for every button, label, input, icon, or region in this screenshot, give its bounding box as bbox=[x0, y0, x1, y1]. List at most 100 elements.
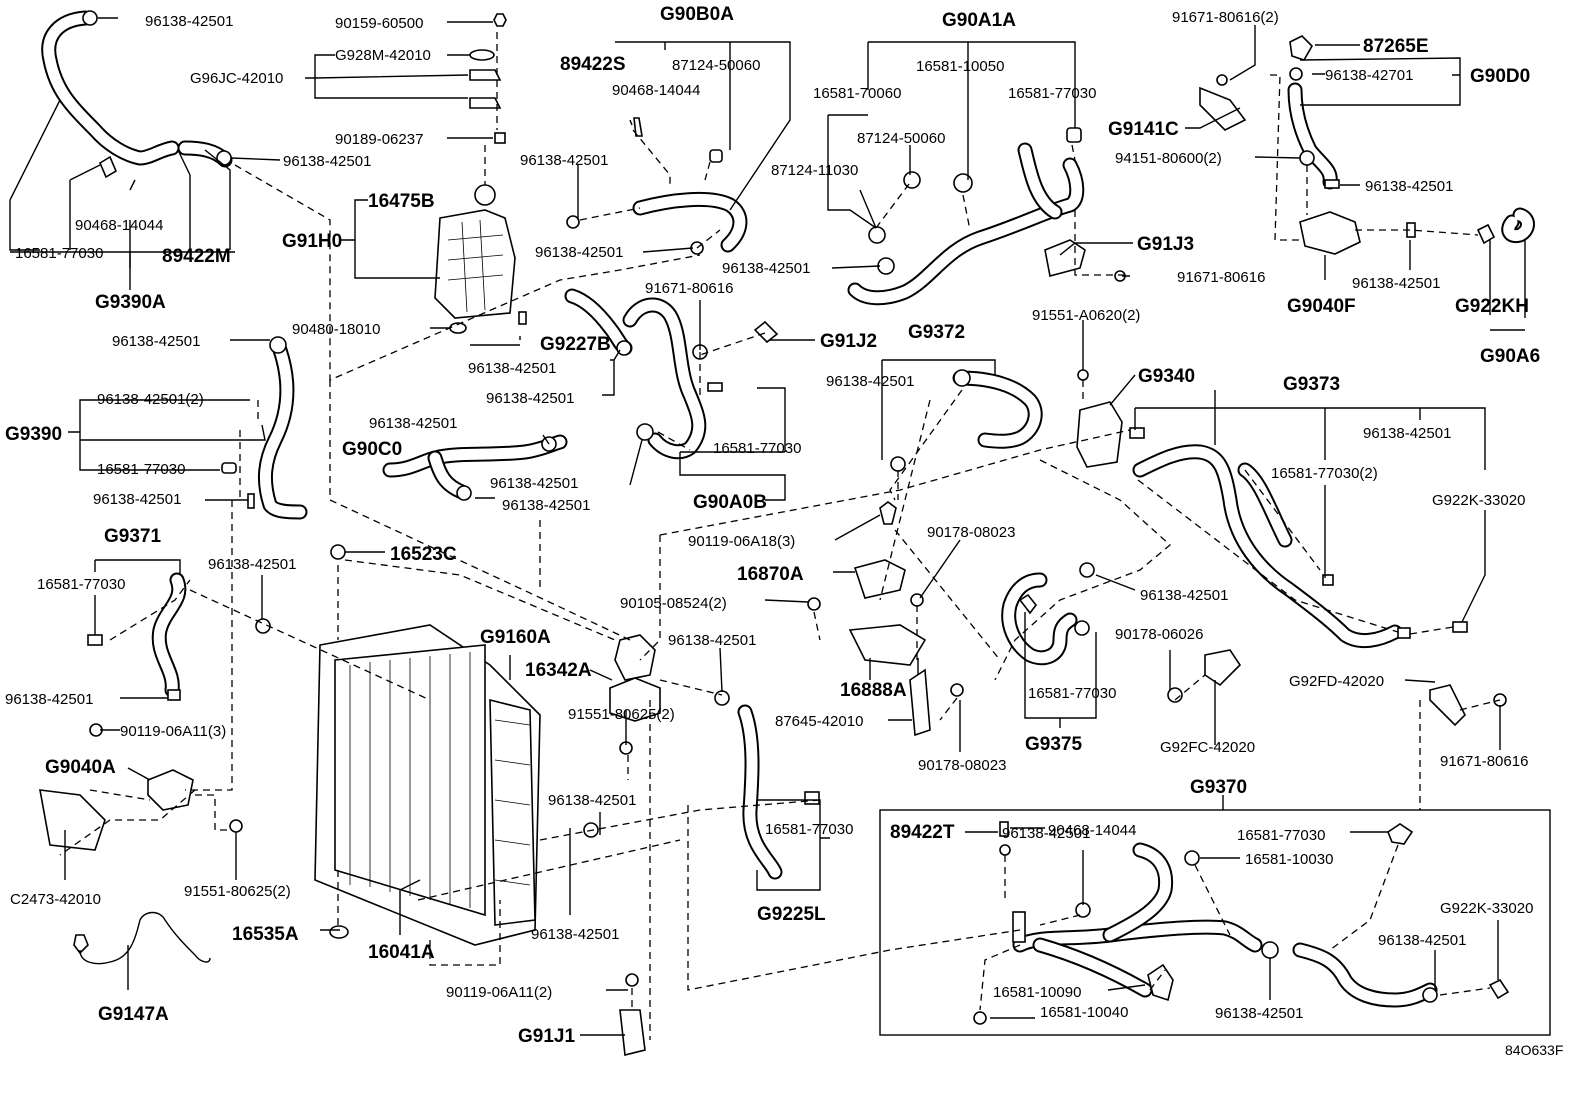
label-g9040f: G9040F bbox=[1287, 296, 1356, 317]
radiator bbox=[314, 624, 541, 946]
leader-lines bbox=[9, 17, 1551, 1036]
label-96138-42501-t: 96138-42501 bbox=[668, 632, 756, 649]
label-16581-77030-h: 16581-77030 bbox=[1237, 827, 1325, 844]
label-16888a: 16888A bbox=[840, 680, 907, 701]
label-16523c: 16523C bbox=[390, 544, 457, 565]
label-90189-06237: 90189-06237 bbox=[335, 131, 423, 148]
label-c2473-42010: C2473-42010 bbox=[10, 891, 101, 908]
label-96138-42501-2x: 96138-42501(2) bbox=[97, 391, 204, 408]
reservoir-tank bbox=[434, 209, 516, 319]
label-90105-08524-2: 90105-08524(2) bbox=[620, 595, 727, 612]
label-91671-80616-c: 91671-80616 bbox=[1440, 753, 1528, 770]
label-91551-a0620-2: 91551-A0620(2) bbox=[1032, 307, 1140, 324]
label-90178-06026: 90178-06026 bbox=[1115, 626, 1203, 643]
label-89422m: 89422M bbox=[162, 246, 231, 267]
label-16581-77030-2: 16581-77030(2) bbox=[1271, 465, 1378, 482]
diagram-id: 84O633F bbox=[1505, 1042, 1563, 1058]
label-g9370: G9370 bbox=[1190, 777, 1247, 798]
label-90119-06a18-3: 90119-06A18(3) bbox=[688, 533, 795, 550]
label-91671-80616-2: 91671-80616(2) bbox=[1172, 9, 1279, 26]
label-16581-77030-b: 16581-77030 bbox=[97, 461, 185, 478]
label-96138-42501-q: 96138-42501 bbox=[5, 691, 93, 708]
label-g9390: G9390 bbox=[5, 424, 62, 445]
label-96138-42501-r: 96138-42501 bbox=[548, 792, 636, 809]
label-16581-70060: 16581-70060 bbox=[813, 85, 901, 102]
label-g9141c: G9141C bbox=[1108, 119, 1179, 140]
label-96138-42501-w: 96138-42501 bbox=[1378, 932, 1466, 949]
label-91551-80625-2b: 91551-80625(2) bbox=[568, 706, 675, 723]
label-g90c0: G90C0 bbox=[342, 439, 402, 460]
label-g922kh: G922KH bbox=[1455, 296, 1529, 317]
pumps bbox=[609, 677, 661, 722]
label-16581-77030-a: 16581-77030 bbox=[15, 245, 103, 262]
label-16581-10090: 16581-10090 bbox=[993, 984, 1081, 1001]
label-16870a: 16870A bbox=[737, 564, 804, 585]
label-96138-42501-h: 96138-42501 bbox=[369, 415, 457, 432]
dashed-lines bbox=[59, 32, 1501, 1040]
label-96138-42501-o: 96138-42501 bbox=[1363, 425, 1451, 442]
label-16475b: 16475B bbox=[368, 191, 435, 212]
label-87124-11030: 87124-11030 bbox=[771, 162, 858, 179]
label-96138-42501-x: 96138-42501 bbox=[1215, 1005, 1303, 1022]
label-96138-42501-u: 96138-42501 bbox=[1140, 587, 1228, 604]
label-g9390a: G9390A bbox=[95, 292, 166, 313]
label-g9373: G9373 bbox=[1283, 374, 1340, 395]
label-96138-42501-p: 96138-42501 bbox=[208, 556, 296, 573]
label-g9225l: G9225L bbox=[757, 904, 826, 925]
label-96138-42501-s: 96138-42501 bbox=[531, 926, 619, 943]
label-g92fc-42020: G92FC-42020 bbox=[1160, 739, 1255, 756]
label-g90a0b: G90A0B bbox=[693, 492, 767, 513]
label-96138-42501-i: 96138-42501 bbox=[490, 475, 578, 492]
label-g9340: G9340 bbox=[1138, 366, 1195, 387]
label-g9160a: G9160A bbox=[480, 627, 551, 648]
label-96138-42501-n: 96138-42501 bbox=[826, 373, 914, 390]
label-96138-42501-m: 96138-42501 bbox=[1352, 275, 1440, 292]
label-94151-80600-2: 94151-80600(2) bbox=[1115, 150, 1222, 167]
label-g92fd-42020: G92FD-42020 bbox=[1289, 673, 1384, 690]
label-g9040a: G9040A bbox=[45, 757, 116, 778]
label-g91j1: G91J1 bbox=[518, 1026, 575, 1047]
label-87645-42010: 87645-42010 bbox=[775, 713, 863, 730]
label-87124-50060-a: 87124-50060 bbox=[672, 57, 760, 74]
label-16581-10050: 16581-10050 bbox=[916, 58, 1004, 75]
label-96138-42501-l: 96138-42501 bbox=[1365, 178, 1453, 195]
label-91671-80616-a: 91671-80616 bbox=[645, 280, 733, 297]
label-g90a6: G90A6 bbox=[1480, 346, 1540, 367]
label-96138-42501-g: 96138-42501 bbox=[93, 491, 181, 508]
label-g90d0: G90D0 bbox=[1470, 66, 1530, 87]
fasteners bbox=[39, 10, 1510, 1056]
label-g90a1a: G90A1A bbox=[942, 10, 1016, 31]
label-96138-42701: 96138-42701 bbox=[1325, 67, 1413, 84]
label-g9372: G9372 bbox=[908, 322, 965, 343]
label-90178-08023-a: 90178-08023 bbox=[927, 524, 1015, 541]
label-96138-42501-a: 96138-42501 bbox=[145, 13, 233, 30]
label-16581-77030-g: 16581-77030 bbox=[765, 821, 853, 838]
label-90119-06a11-2: 90119-06A11(2) bbox=[446, 984, 552, 1001]
label-16342a: 16342A bbox=[525, 660, 592, 681]
label-16581-77030-d: 16581-77030 bbox=[1008, 85, 1096, 102]
label-16581-10030: 16581-10030 bbox=[1245, 851, 1333, 868]
label-96138-42501-k: 96138-42501 bbox=[722, 260, 810, 277]
label-g9227b: G9227B bbox=[540, 334, 611, 355]
label-96138-42501-c: 96138-42501 bbox=[520, 152, 608, 169]
label-91551-80625-2a: 91551-80625(2) bbox=[184, 883, 291, 900]
label-16581-77030-e: 16581-77030 bbox=[37, 576, 125, 593]
label-96138-42501-j: 96138-42501 bbox=[502, 497, 590, 514]
label-g91j3: G91J3 bbox=[1137, 234, 1194, 255]
label-16581-77030-c: 16581-77030 bbox=[713, 440, 801, 457]
label-89422t: 89422T bbox=[890, 822, 955, 843]
label-90468-14044-a: 90468-14044 bbox=[75, 217, 163, 234]
label-90468-14044-c: 90468-14044 bbox=[1048, 822, 1136, 839]
label-96138-42501-d: 96138-42501 bbox=[535, 244, 623, 261]
label-90178-08023-b: 90178-08023 bbox=[918, 757, 1006, 774]
label-16041a: 16041A bbox=[368, 942, 435, 963]
label-g96jc-42010: G96JC-42010 bbox=[190, 70, 283, 87]
label-87265e: 87265E bbox=[1363, 36, 1429, 57]
label-96138-42501-e: 96138-42501 bbox=[486, 390, 574, 407]
label-96138-42501-f: 96138-42501 bbox=[112, 333, 200, 350]
label-g922k-33020-b: G922K-33020 bbox=[1440, 900, 1533, 917]
label-87124-50060-b: 87124-50060 bbox=[857, 130, 945, 147]
part-labels: 96138-42501 90159-60500 G928M-42010 G96J… bbox=[5, 4, 1563, 1058]
label-g90b0a: G90B0A bbox=[660, 4, 734, 25]
